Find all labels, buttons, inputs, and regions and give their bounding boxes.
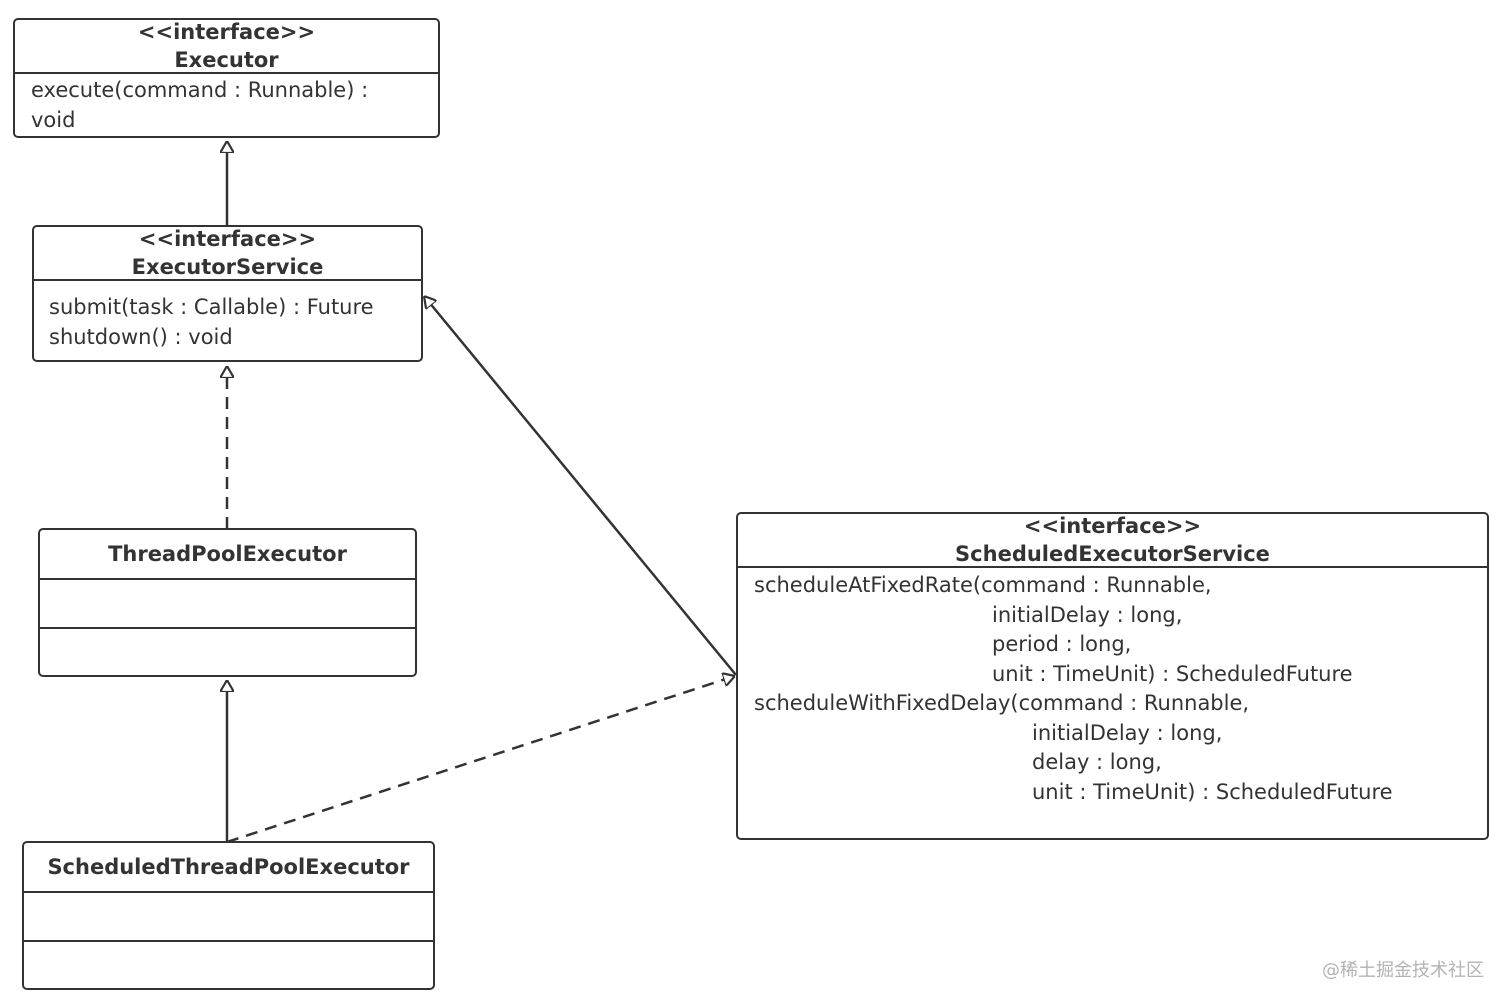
class-name: ExecutorService bbox=[131, 255, 324, 279]
methods-section bbox=[24, 942, 433, 988]
scheduledthreadpoolexecutor-implements-scheduledexecutorservice-line bbox=[226, 676, 735, 844]
method-param-line: unit : TimeUnit) : ScheduledFuture bbox=[1032, 779, 1393, 804]
class-name: ScheduledThreadPoolExecutor bbox=[47, 855, 410, 879]
method-param-line: unit : TimeUnit) : ScheduledFuture bbox=[992, 661, 1353, 686]
class-header: ScheduledThreadPoolExecutor bbox=[24, 843, 433, 893]
attributes-section bbox=[40, 580, 415, 629]
scheduledexecutorservice-class-box[interactable]: <<interface>> ScheduledExecutorService s… bbox=[736, 512, 1489, 840]
method-param-line: period : long, bbox=[992, 632, 1132, 656]
method-param-line: initialDelay : long, bbox=[1032, 720, 1223, 745]
stereotype-label: <<interface>> bbox=[138, 227, 317, 251]
class-header: <<interface>> Executor bbox=[15, 20, 438, 74]
executorservice-class-box[interactable]: <<interface>> ExecutorService submit(tas… bbox=[32, 225, 423, 362]
class-name: Executor bbox=[174, 48, 279, 72]
scheduledexecutorservice-extends-executorservice-line bbox=[424, 296, 737, 676]
method-line: void bbox=[31, 107, 76, 132]
methods-section: scheduleAtFixedRate(command : Runnable, … bbox=[738, 568, 1487, 807]
method-line: execute(command : Runnable) : bbox=[31, 78, 369, 102]
class-header: <<interface>> ExecutorService bbox=[34, 227, 421, 281]
watermark-text: @稀土掘金技术社区 bbox=[1322, 960, 1484, 981]
method-line: shutdown() : void bbox=[49, 324, 233, 349]
class-header: ThreadPoolExecutor bbox=[40, 530, 415, 580]
class-header: <<interface>> ScheduledExecutorService bbox=[738, 514, 1487, 568]
executor-class-box[interactable]: <<interface>> Executor execute(command :… bbox=[13, 18, 440, 138]
stereotype-label: <<interface>> bbox=[1023, 514, 1202, 538]
method-line: scheduleAtFixedRate(command : Runnable, bbox=[754, 573, 1212, 597]
method-line: scheduleWithFixedDelay(command : Runnabl… bbox=[754, 691, 1250, 715]
methods-section: submit(task : Callable) : Future shutdow… bbox=[34, 281, 421, 352]
method-param-line: initialDelay : long, bbox=[992, 602, 1183, 627]
scheduledthreadpoolexecutor-class-box[interactable]: ScheduledThreadPoolExecutor bbox=[22, 841, 435, 990]
method-line: submit(task : Callable) : Future bbox=[49, 295, 374, 319]
methods-section: execute(command : Runnable) : void bbox=[15, 74, 438, 135]
class-name: ThreadPoolExecutor bbox=[108, 542, 347, 566]
method-param-line: delay : long, bbox=[1032, 750, 1162, 774]
class-name: ScheduledExecutorService bbox=[955, 542, 1270, 566]
methods-section bbox=[40, 629, 415, 675]
attributes-section bbox=[24, 893, 433, 942]
stereotype-label: <<interface>> bbox=[137, 20, 316, 44]
threadpoolexecutor-class-box[interactable]: ThreadPoolExecutor bbox=[38, 528, 417, 677]
